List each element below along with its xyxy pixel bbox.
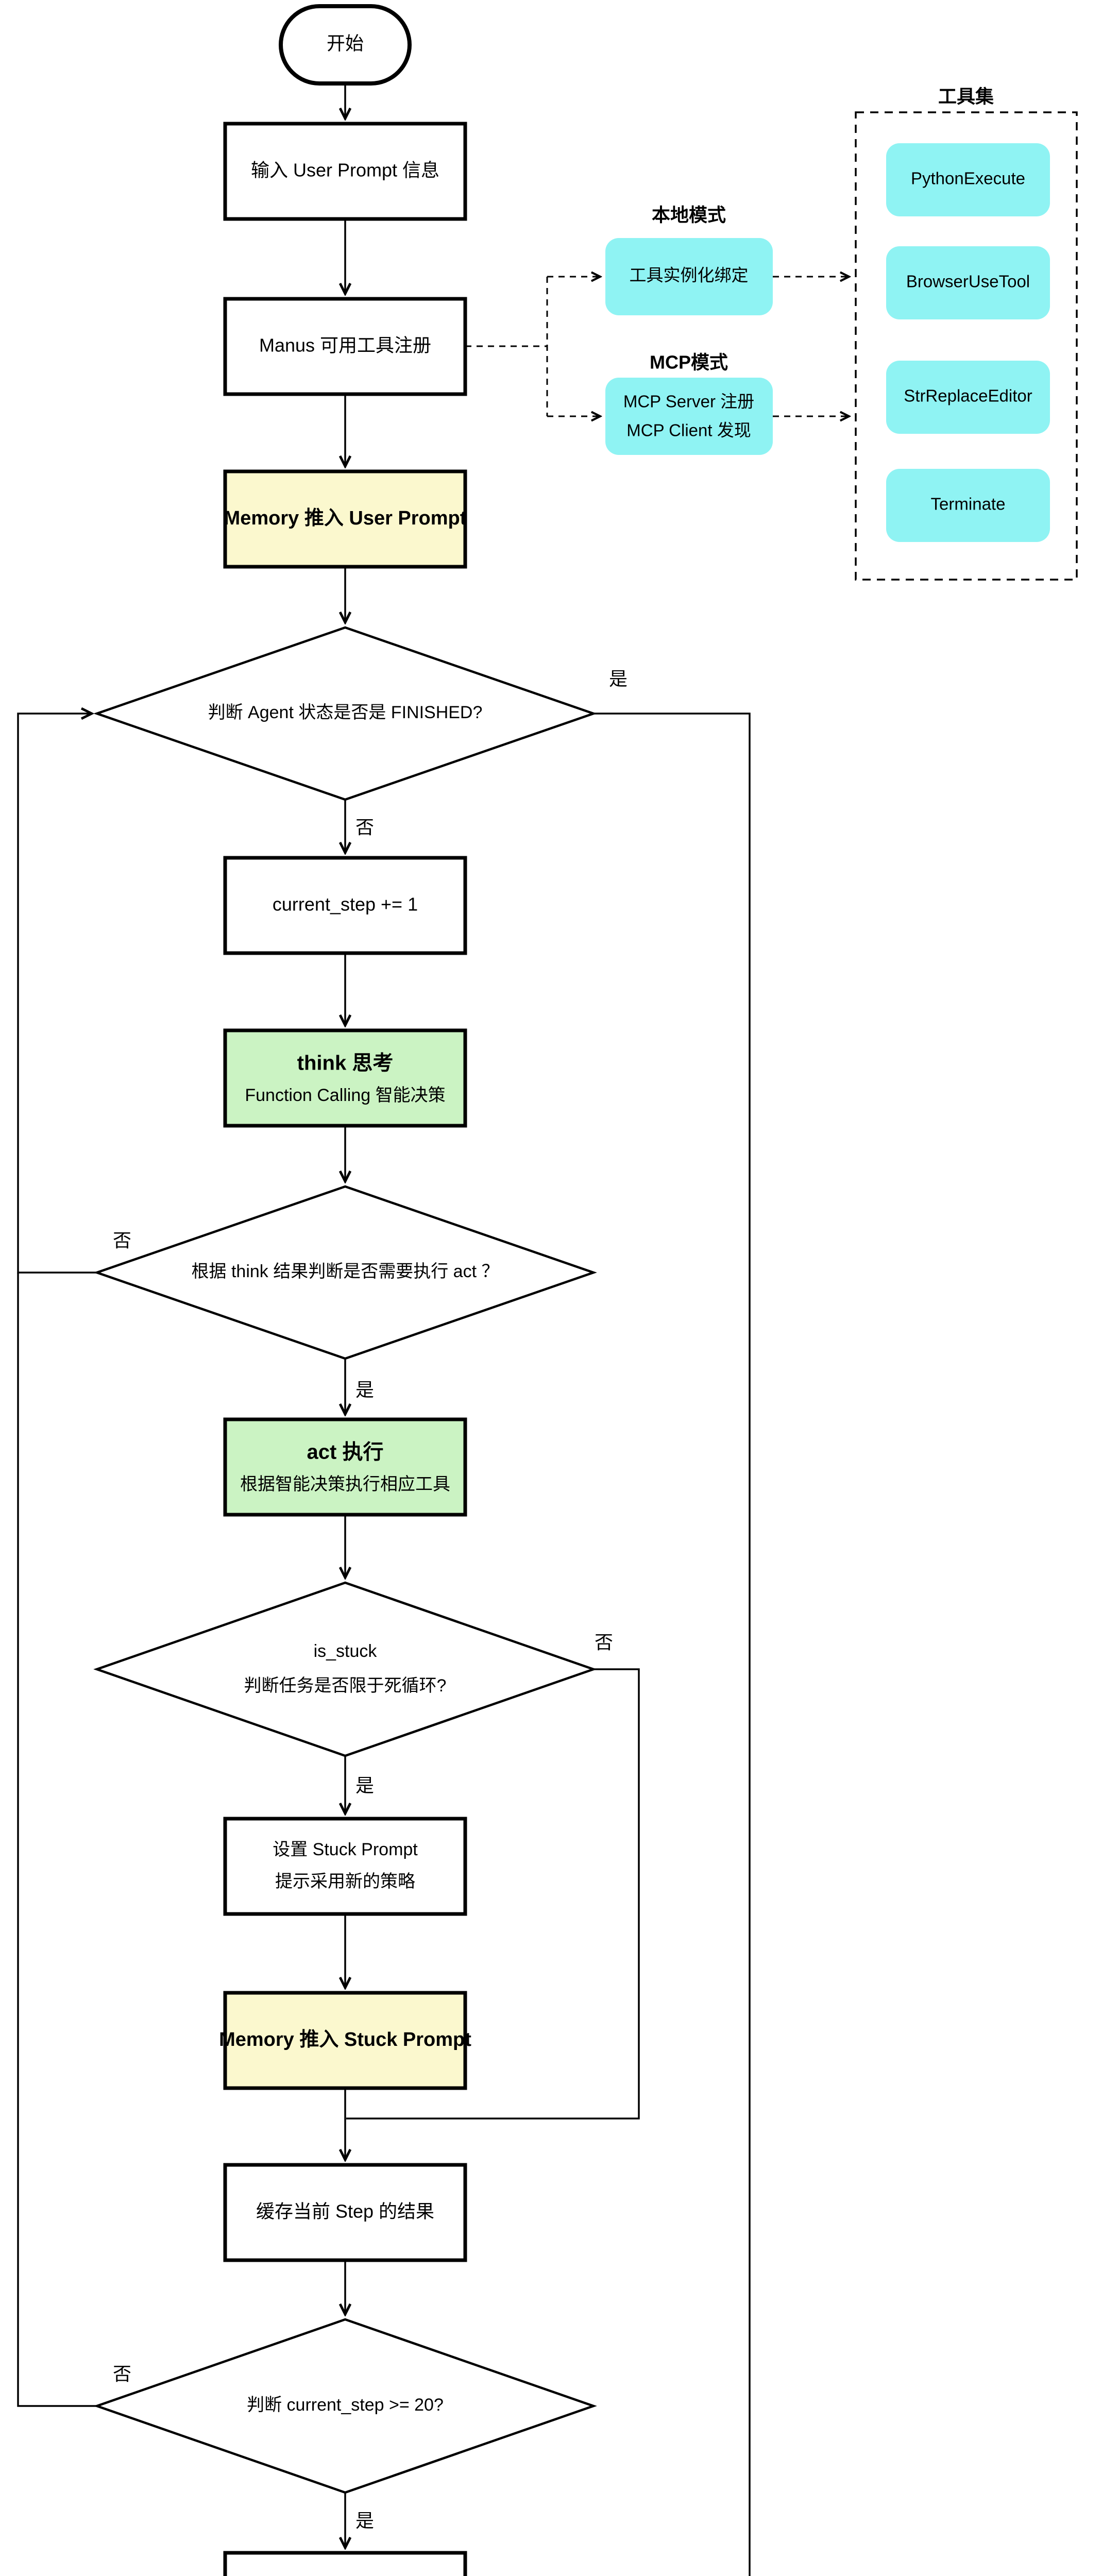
python-execute-shape <box>886 143 1050 216</box>
think-subtitle: Function Calling 智能决策 <box>245 1086 445 1105</box>
set-stuck-prompt-line2: 提示采用新的策略 <box>275 1872 415 1891</box>
edge-stuck-no-bypass <box>346 1668 640 2120</box>
edge-label-stuck-no: 否 <box>595 1632 613 1653</box>
tool-instantiate-shape <box>605 238 773 315</box>
edge-label-finished-no: 否 <box>355 817 374 838</box>
start-label: 开始 <box>327 33 364 54</box>
edge-labels: 是 否 否 是 否 是 否 是 <box>113 668 628 2531</box>
node-memory-user-prompt: Memory 推入 User Prompt <box>223 469 467 569</box>
tool-item-browser-use-tool: BrowserUseTool <box>886 246 1050 319</box>
cache-step-result-shape <box>223 2163 467 2262</box>
node-start: 开始 <box>279 4 412 86</box>
node-memory-stuck-prompt: Memory 推入 Stuck Prompt <box>219 1991 471 2090</box>
memory-user-prompt-shape <box>223 469 467 569</box>
check-act-shape <box>93 1185 597 1360</box>
memory-stuck-prompt-label: Memory 推入 Stuck Prompt <box>219 2029 471 2050</box>
start-shape <box>279 4 412 86</box>
node-set-stuck-prompt: 设置 Stuck Prompt 提示采用新的策略 <box>223 1817 467 1916</box>
mcp-mode-title: MCP模式 <box>650 352 728 373</box>
node-register-tools: Manus 可用工具注册 <box>223 297 467 396</box>
connectors <box>17 83 751 2576</box>
check-max-step-shape <box>93 2318 597 2494</box>
check-stuck-line1: is_stuck <box>314 1641 378 1661</box>
mcp-register-line2: MCP Client 发现 <box>626 421 751 440</box>
browser-use-tool-shape <box>886 246 1050 319</box>
toolset-group: 工具集 PythonExecute BrowserUseTool StrRepl… <box>855 86 1078 581</box>
act-title: act 执行 <box>307 1441 384 1464</box>
tool-instantiate-label: 工具实例化绑定 <box>630 266 749 285</box>
str-replace-editor-shape <box>886 361 1050 434</box>
act-shape <box>223 1417 467 1517</box>
input-prompt-label: 输入 User Prompt 信息 <box>251 160 439 181</box>
node-cache-step-result: 缓存当前 Step 的结果 <box>223 2163 467 2262</box>
node-think: think 思考 Function Calling 智能决策 <box>223 1028 467 1128</box>
node-check-finished: 判断 Agent 状态是否是 FINISHED? <box>93 626 597 801</box>
node-act: act 执行 根据智能决策执行相应工具 <box>223 1417 467 1517</box>
act-subtitle: 根据智能决策执行相应工具 <box>240 1475 450 1494</box>
local-mode-title: 本地模式 <box>652 205 726 226</box>
set-idle-shape <box>223 2551 467 2576</box>
tool-item-terminate: Terminate <box>886 469 1050 542</box>
edge-label-act-yes: 是 <box>355 1379 374 1400</box>
edge-label-max-no: 否 <box>113 2363 131 2384</box>
register-tools-shape <box>223 297 467 396</box>
node-mcp-register: MCP Server 注册 MCP Client 发现 <box>605 378 773 455</box>
mcp-register-line1: MCP Server 注册 <box>623 392 754 411</box>
node-check-stuck: is_stuck 判断任务是否限于死循环? <box>93 1581 597 1757</box>
check-finished-label: 判断 Agent 状态是否是 FINISHED? <box>208 703 483 722</box>
edge-label-finished-yes: 是 <box>609 668 628 689</box>
node-increment-step: current_step += 1 <box>223 856 467 955</box>
register-tools-label: Manus 可用工具注册 <box>259 335 431 356</box>
edge-label-max-yes: 是 <box>355 2510 374 2531</box>
python-execute-label: PythonExecute <box>911 169 1025 188</box>
node-tool-instantiate: 工具实例化绑定 <box>605 238 773 315</box>
toolset-title: 工具集 <box>938 86 994 107</box>
check-stuck-shape <box>93 1581 597 1757</box>
edge-label-act-no: 否 <box>113 1230 131 1251</box>
set-stuck-prompt-shape <box>223 1817 467 1916</box>
str-replace-editor-label: StrReplaceEditor <box>904 386 1032 405</box>
think-shape <box>223 1028 467 1128</box>
dashed-connectors <box>465 277 849 416</box>
node-input-prompt: 输入 User Prompt 信息 <box>223 122 467 221</box>
cache-step-result-label: 缓存当前 Step 的结果 <box>256 2201 434 2222</box>
edge-maxno-loopback <box>17 1273 97 2407</box>
input-prompt-shape <box>223 122 467 221</box>
node-check-max-step: 判断 current_step >= 20? <box>93 2318 597 2494</box>
memory-user-prompt-label: Memory 推入 User Prompt <box>224 507 467 529</box>
node-check-act: 根据 think 结果判断是否需要执行 act ？ <box>93 1185 597 1360</box>
browser-use-tool-label: BrowserUseTool <box>906 272 1030 291</box>
memory-stuck-prompt-shape <box>223 1991 467 2090</box>
mcp-register-shape <box>605 378 773 455</box>
toolset-container <box>855 111 1078 581</box>
set-stuck-prompt-line1: 设置 Stuck Prompt <box>273 1840 418 1859</box>
check-max-step-label: 判断 current_step >= 20? <box>247 2395 444 2415</box>
check-act-label: 根据 think 结果判断是否需要执行 act ？ <box>192 1262 499 1281</box>
node-set-idle: 设置 Agent 状态为 IDLE <box>223 2551 467 2576</box>
terminate-label: Terminate <box>931 495 1006 514</box>
check-stuck-line2: 判断任务是否限于死循环? <box>244 1676 447 1696</box>
edge-label-stuck-yes: 是 <box>355 1775 374 1796</box>
edge-finished-yes-long <box>594 713 751 2576</box>
tool-item-str-replace-editor: StrReplaceEditor <box>886 361 1050 434</box>
increment-step-shape <box>223 856 467 955</box>
tool-item-python-execute: PythonExecute <box>886 143 1050 216</box>
terminate-shape <box>886 469 1050 542</box>
edge-actno-loopback <box>17 714 97 1274</box>
increment-step-label: current_step += 1 <box>273 894 418 915</box>
think-title: think 思考 <box>297 1052 394 1075</box>
check-finished-shape <box>93 626 597 801</box>
